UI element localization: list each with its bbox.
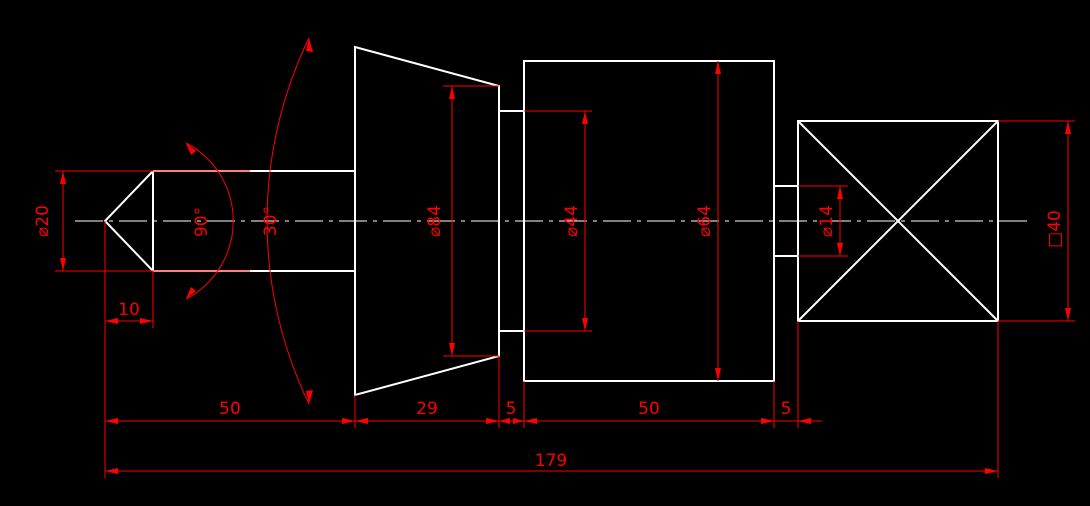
cone-length-label: 29: [416, 399, 438, 419]
groove-2-width-label: 5: [781, 399, 792, 419]
neck-diameter-label: ⌀44: [562, 205, 582, 237]
square-diagonal-2: [797, 120, 999, 322]
body-outline: [523, 60, 775, 382]
tip-length-label: 10: [118, 300, 140, 320]
tip-angle-label: 90°: [192, 207, 212, 237]
square-size-label: □40: [1045, 210, 1065, 248]
shaft-length-label: 50: [219, 399, 241, 419]
shank-diameter-label: ⌀14: [817, 205, 837, 237]
body-diameter-label: ⌀64: [695, 205, 715, 237]
body-length-label: 50: [638, 399, 660, 419]
dimension-arrows: [60, 38, 1071, 474]
dimension-geometry: [55, 37, 1075, 478]
square-end-outline: [797, 120, 999, 322]
total-length-label: 179: [535, 451, 567, 471]
tip-diameter-label: ⌀20: [33, 205, 53, 237]
cone-diameter-label: ⌀84: [425, 205, 445, 237]
taper-angle-label: 30°: [261, 206, 281, 236]
groove-1-width-label: 5: [506, 399, 517, 419]
